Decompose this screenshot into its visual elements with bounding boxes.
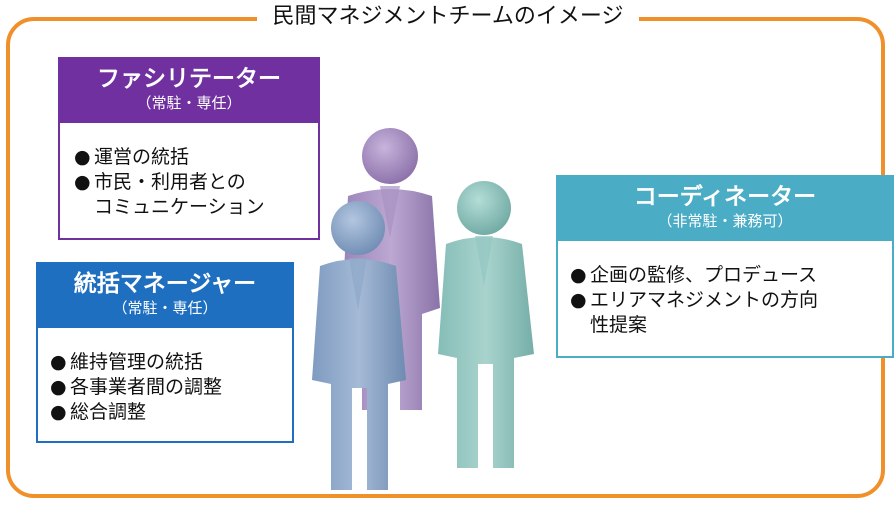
figure-teal — [438, 181, 534, 468]
facilitator-box: ファシリテーター （常駐・専任） ●運営の統括 ●市民・利用者との コミュニケー… — [58, 57, 320, 240]
bullet-icon: ● — [570, 264, 587, 286]
duty-text: 維持管理の統括 — [70, 351, 204, 373]
bullet-icon: ● — [74, 146, 91, 168]
facilitator-header: ファシリテーター （常駐・専任） — [60, 59, 318, 123]
manager-title: 統括マネージャー — [73, 271, 257, 297]
coordinator-duty-continued: 性提案 — [570, 313, 892, 338]
manager-duty: ●各事業者間の調整 — [50, 375, 292, 400]
coordinator-subtitle: （非常駐・兼務可） — [657, 212, 793, 230]
facilitator-subtitle: （常駐・専任） — [136, 94, 242, 112]
coordinator-duty: ●エリアマネジメントの方向 — [570, 288, 892, 313]
bullet-icon: ● — [50, 376, 67, 398]
bullet-icon: ● — [74, 171, 91, 193]
manager-duty: ●維持管理の統括 — [50, 350, 292, 375]
coordinator-header: コーディネーター （非常駐・兼務可） — [558, 177, 892, 241]
facilitator-duty: ●市民・利用者との — [74, 170, 318, 195]
duty-text: 市民・利用者との — [94, 171, 246, 193]
manager-box: 統括マネージャー （常駐・専任） ●維持管理の統括 ●各事業者間の調整 ●総合調… — [36, 262, 294, 443]
duty-text: 運営の統括 — [94, 146, 190, 168]
coordinator-duty: ●企画の監修、プロデュース — [570, 263, 892, 288]
coordinator-box: コーディネーター （非常駐・兼務可） ●企画の監修、プロデュース ●エリアマネジ… — [556, 175, 894, 358]
duty-text: 総合調整 — [70, 401, 147, 423]
bullet-icon: ● — [50, 401, 67, 423]
bullet-icon: ● — [570, 289, 587, 311]
coordinator-duties: ●企画の監修、プロデュース ●エリアマネジメントの方向 性提案 — [558, 241, 892, 338]
facilitator-duties: ●運営の統括 ●市民・利用者との コミュニケーション — [60, 123, 318, 220]
figure-blue — [312, 201, 406, 490]
duty-text: 各事業者間の調整 — [70, 376, 223, 398]
facilitator-title: ファシリテーター — [97, 66, 281, 92]
facilitator-duty: ●運営の統括 — [74, 145, 318, 170]
facilitator-duty-continued: コミュニケーション — [74, 195, 318, 220]
manager-duty: ●総合調整 — [50, 400, 292, 425]
duty-text: エリアマネジメントの方向 — [590, 289, 819, 311]
duty-text: 企画の監修、プロデュース — [590, 264, 818, 286]
manager-duties: ●維持管理の統括 ●各事業者間の調整 ●総合調整 — [38, 328, 292, 425]
coordinator-title: コーディネーター — [633, 184, 817, 210]
manager-subtitle: （常駐・専任） — [112, 299, 218, 317]
manager-header: 統括マネージャー （常駐・専任） — [38, 264, 292, 328]
people-illustration — [312, 128, 534, 490]
duty-text: 性提案 — [590, 314, 648, 336]
duty-text: コミュニケーション — [94, 196, 265, 218]
bullet-icon: ● — [50, 351, 67, 373]
